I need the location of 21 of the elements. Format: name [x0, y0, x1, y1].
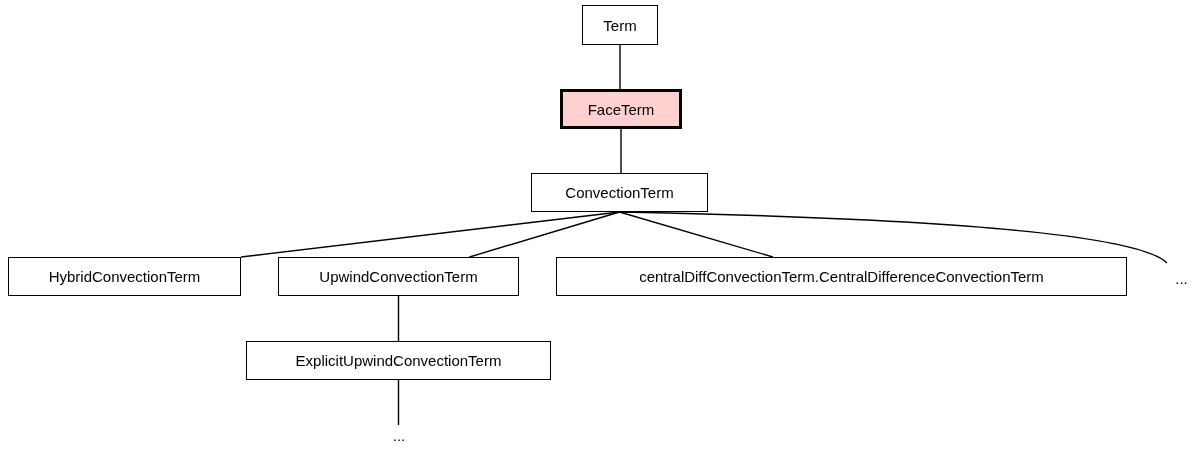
connector-line	[397, 379, 400, 426]
class-name: HybridConvectionTerm	[48, 268, 201, 285]
class-box	[8, 257, 241, 296]
class-name: centralDiffConvectionTerm.CentralDifferenceConvectionTerm	[639, 268, 1044, 285]
class-box	[556, 257, 1127, 296]
highlighted-class-box	[560, 89, 682, 129]
ellipsis-text: ...	[386, 425, 412, 445]
connector-line	[468, 211, 621, 258]
connector-line	[619, 44, 621, 90]
class-name: UpwindConvectionTerm	[319, 268, 478, 285]
class-name: FaceTerm	[587, 100, 655, 118]
class-name: Term	[603, 16, 637, 34]
class-box	[531, 173, 708, 212]
class-box	[246, 341, 551, 380]
ellipsis-text: ...	[1168, 268, 1195, 288]
connector-line	[397, 295, 400, 342]
class-name: ConvectionTerm	[565, 184, 674, 201]
connector-line	[620, 128, 622, 174]
class-box	[278, 257, 519, 296]
class-name: ExplicitUpwindConvectionTerm	[295, 352, 502, 369]
class-box	[582, 5, 658, 45]
